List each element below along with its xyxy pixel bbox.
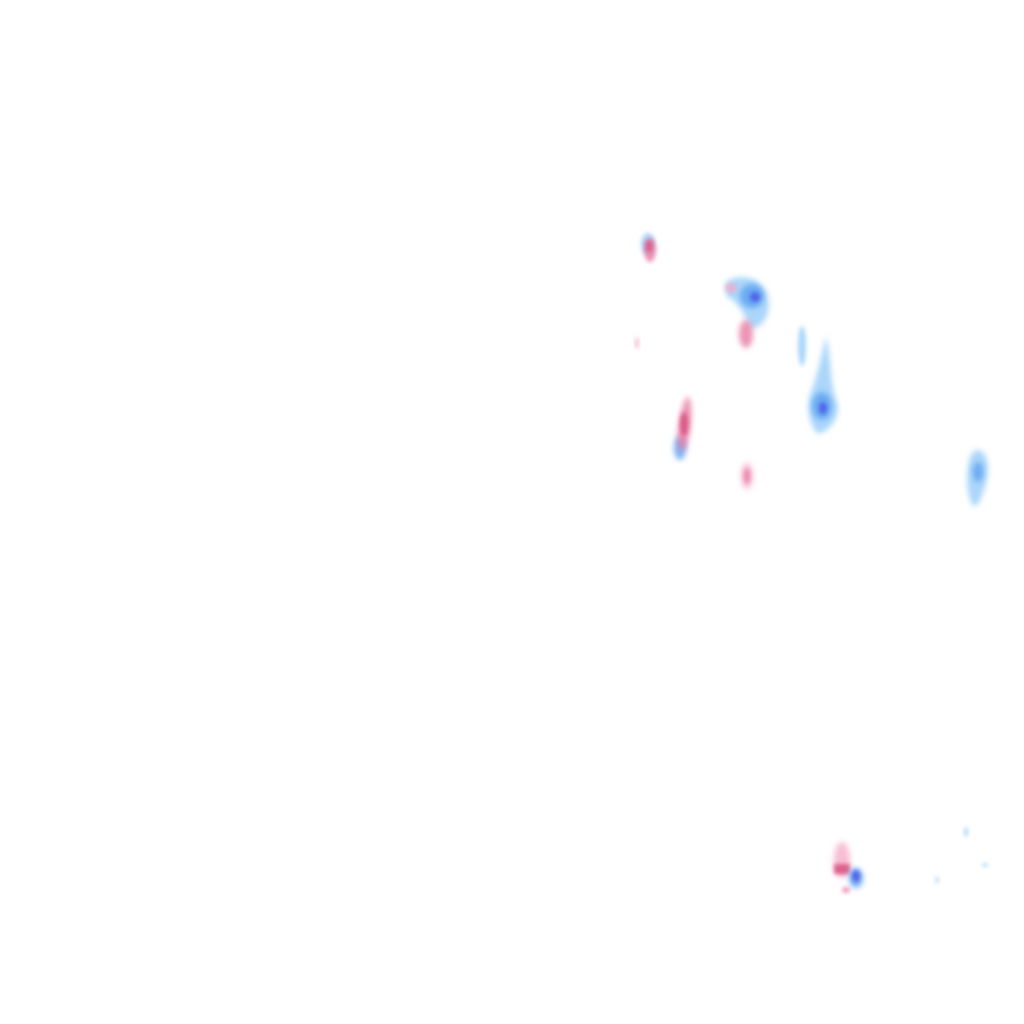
precip-rain-heavy [750,292,760,302]
precip-cell-small-center [741,463,753,489]
precip-cell-center-band [674,396,692,460]
precip-mixed-medium [744,469,750,483]
precip-rain-heavy [819,402,827,414]
precip-rain-light [964,827,968,837]
precip-mixed-light [725,283,737,293]
precip-rain-light [798,326,806,366]
precip-mixed-medium [739,320,753,348]
precip-mixed-light [635,337,639,349]
precip-cell-north-west [641,233,656,262]
precip-cell-south-east [834,842,863,893]
precip-cell-streak-right [798,326,838,434]
precip-mixed-heavy [834,864,850,874]
precip-rain-light [982,863,988,867]
precip-cell-north-center [725,277,769,348]
precip-mixed-heavy [646,240,652,252]
precip-rain-medium [973,462,983,482]
precip-mixed-heavy [680,412,688,436]
precip-mixed-medium [842,887,850,893]
precip-rain-light [935,877,939,883]
precip-cell-south-east-specks [935,827,988,883]
precip-cell-east [967,450,988,507]
precip-rain-heavy [852,870,860,882]
precip-cell-small-left [635,337,639,349]
